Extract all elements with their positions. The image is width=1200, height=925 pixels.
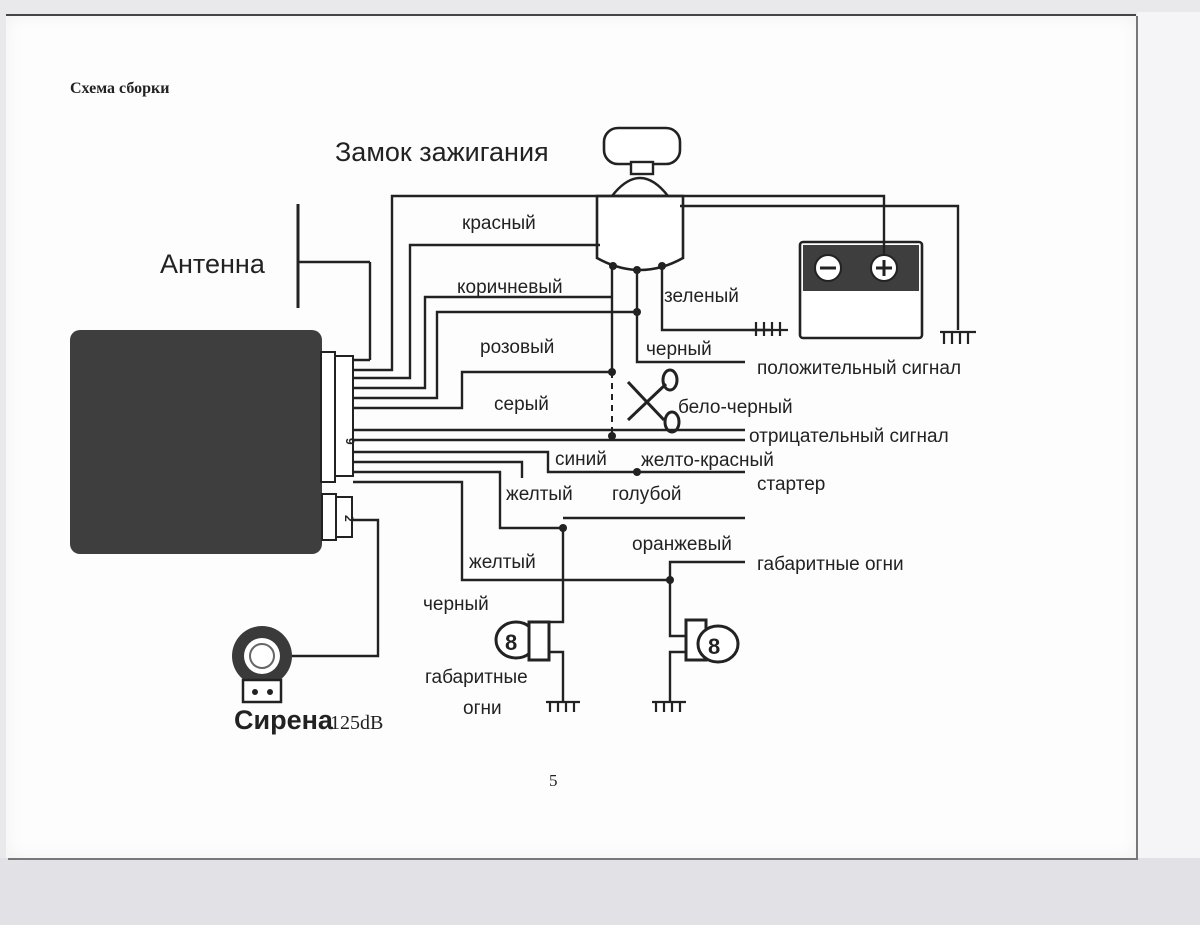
ignition-key-head [602,126,682,166]
wire-label-light-blue: голубой [612,484,682,505]
scan-margin-bottom [0,858,1200,925]
lamp-left: 8 [494,620,551,662]
ground-symbol-case [940,330,976,344]
unit-connector-siren-pins [335,496,353,538]
wire-green [660,268,770,332]
wire-label-brown: коричневый [457,277,563,298]
wire-label-grey: серый [494,394,549,415]
label-negative-signal: отрицательный сигнал [749,426,949,447]
wire-pink [353,310,637,400]
wire-blue [353,450,745,474]
unit-connector-main [320,351,336,483]
wire-label-pink: розовый [480,337,554,358]
wire-battery-positive [353,194,886,372]
label-positive-signal: положительный сигнал [757,358,961,379]
unit-pin-label-9: 9 [343,438,357,445]
page-number: 5 [549,771,558,790]
unit-connector-pins [334,355,354,477]
scan-margin-right [1137,12,1200,925]
label-parking-lights: габаритные огни [757,554,904,575]
ignition-switch-body [595,194,685,272]
wire-label-yellow-red: желто-красный [641,450,774,471]
wire-label-green: зеленый [664,286,739,307]
wire-label-orange: оранжевый [632,534,732,555]
antenna-label: Антенна [160,249,266,279]
wire-label-white-black: бело-черный [678,397,793,418]
wire-light-blue [353,460,524,478]
ignition-label: Замок зажигания [335,137,549,167]
wire-label-black-lamp: черный [423,594,489,615]
wire-battery-case [680,204,960,330]
wire-black-top [635,270,745,364]
wire-grey [353,370,612,410]
ground-symbol-lamp-left [546,700,580,712]
wire-label-yellow-2: желтый [469,552,536,573]
wire-siren [290,518,380,658]
wire-brown [353,295,612,390]
svg-text:8: 8 [505,630,517,655]
page-title: Схема сборки [70,80,169,97]
wire-label-red: красный [462,213,536,234]
ignition-dome [609,177,671,198]
lamp-right: 8 [684,618,740,664]
wire-label-yellow-1: желтый [506,484,573,505]
ground-symbol-lamp-right [652,700,686,712]
unit-pin-label-2: 2 [342,515,356,522]
wire-yellow-1 [353,470,563,530]
alarm-control-unit [70,330,322,554]
label-starter: стартер [757,474,825,495]
ground-symbol-green [752,322,788,336]
ignition-terminal-3 [658,262,666,270]
ignition-key-neck [629,160,655,176]
siren-rating: 125dB [330,712,383,734]
siren-label: Сирена [234,705,334,735]
wire-label-blue: синий [555,449,607,470]
svg-text:8: 8 [708,634,720,659]
wire-lamp-right [668,580,686,638]
siren-icon [232,626,292,704]
scissors-icon [626,368,681,434]
wire-label-black-top: черный [646,339,712,360]
label-lamp-parking-1: габаритные [425,667,528,688]
label-lamp-parking-2: огни [463,698,502,719]
wire-lamp-left [550,528,565,624]
wire-yellow-2 [353,480,745,582]
wire-red [353,243,600,380]
unit-connector-siren [321,493,337,541]
